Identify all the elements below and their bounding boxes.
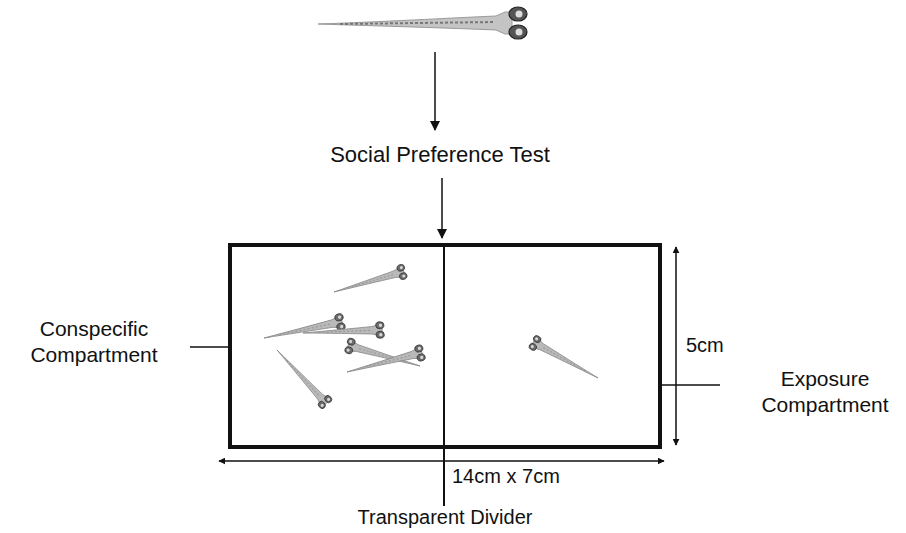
divider-label: Transparent Divider [300, 505, 590, 530]
dimension-label: 14cm x 7cm [452, 464, 592, 489]
compartment-label: Conspecific Compartment [2, 316, 186, 369]
larva [262, 313, 345, 346]
transparent-divider [443, 245, 445, 506]
leader-line [662, 384, 720, 386]
dimension-label: 5cm [686, 333, 746, 358]
larva [332, 264, 408, 300]
flow-arrow [434, 52, 436, 130]
dimension-arrow [675, 247, 677, 445]
larva [271, 345, 333, 410]
larva [528, 334, 602, 384]
larva [303, 322, 385, 342]
larva [345, 344, 426, 380]
larvae-group [262, 264, 601, 410]
flow-arrow [441, 178, 443, 238]
leader-line [190, 346, 228, 348]
title-label: Social Preference Test [290, 141, 590, 169]
larva-figure [318, 7, 527, 39]
dimension-arrow [219, 460, 664, 462]
compartment-label: Exposure Compartment [748, 366, 902, 419]
